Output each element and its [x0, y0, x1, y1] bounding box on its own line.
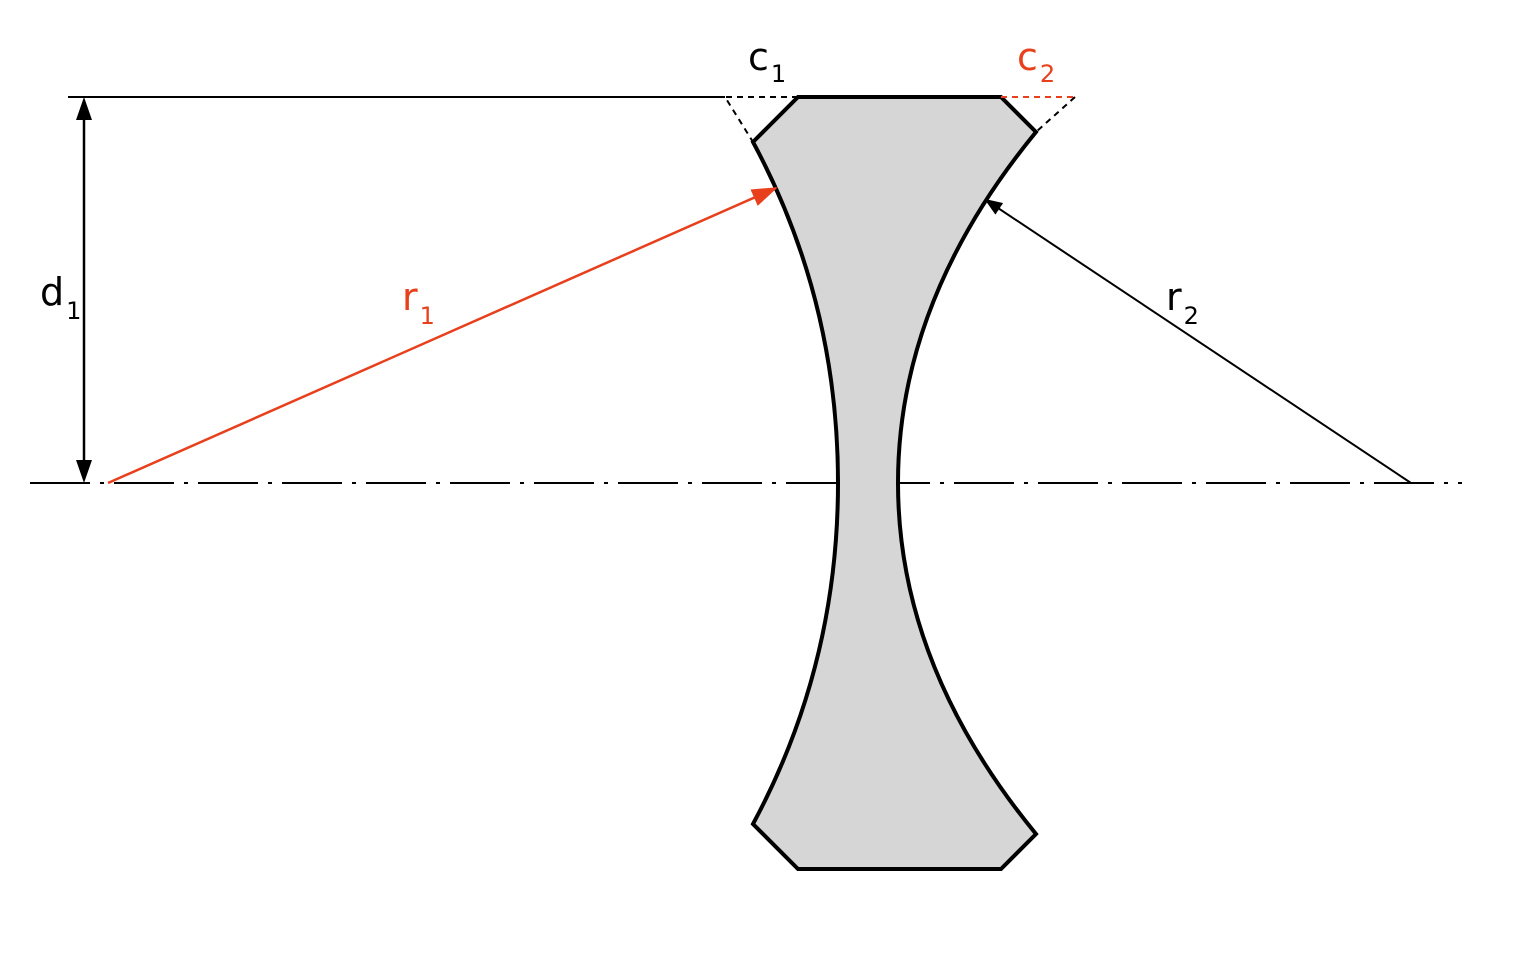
d1-arrowhead-bottom — [76, 460, 92, 483]
chamfer-c2-construction-side — [1035, 96, 1076, 133]
d1-arrowhead-top — [76, 97, 92, 120]
label-c1: c1 — [748, 35, 786, 88]
r1-radius-arrow — [107, 186, 778, 485]
label-d1: d1 — [40, 270, 81, 325]
chamfer-c1-construction — [723, 96, 798, 143]
label-c2: c2 — [1017, 35, 1055, 88]
concave-lens — [750, 95, 1039, 871]
label-r1: r1 — [402, 275, 435, 330]
r2-radius-arrow — [984, 198, 1412, 484]
label-r2: r2 — [1166, 275, 1199, 330]
